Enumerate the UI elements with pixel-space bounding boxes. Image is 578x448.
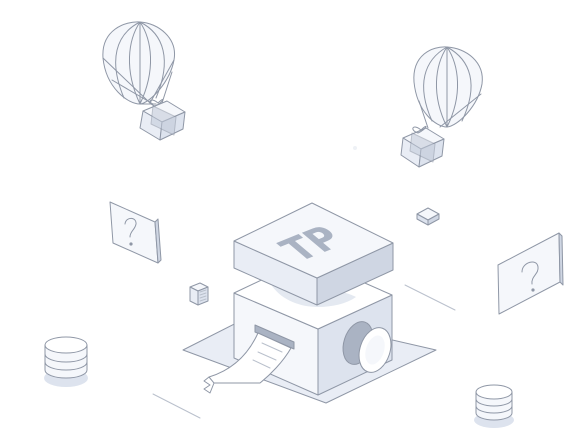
box-lid: TP — [233, 202, 394, 306]
gift-box — [139, 98, 186, 141]
question-sign-icon-2 — [497, 232, 564, 315]
decorative-lines — [152, 146, 456, 419]
parachute-strings — [111, 71, 173, 105]
small-cube-icon — [416, 207, 440, 226]
parachute-gift-icon-2 — [400, 46, 483, 168]
parachute-gift-icon — [102, 21, 186, 141]
database-icon-2 — [474, 384, 514, 428]
question-sign-icon — [109, 201, 162, 264]
parachute-strings — [418, 93, 482, 129]
central-box-machine: TP — [182, 202, 437, 404]
parachute-canopy — [102, 21, 175, 105]
paper-slot — [254, 324, 295, 350]
gift-box — [400, 125, 445, 168]
database-icon — [44, 336, 88, 387]
small-document-icon — [189, 282, 209, 306]
